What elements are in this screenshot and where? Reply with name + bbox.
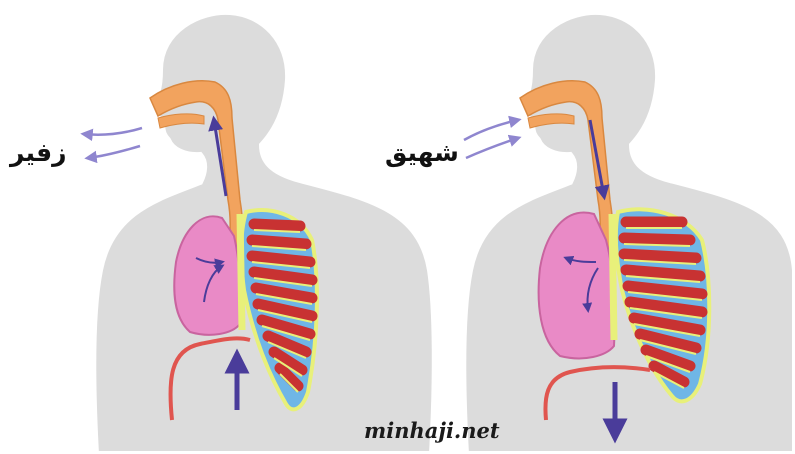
inhale-figure [463, 12, 795, 454]
exhale-label: زفير [10, 138, 67, 167]
inhale-air-in-arrow-1 [464, 120, 518, 140]
watermark: minhaji.net [364, 418, 500, 443]
exhale-figure [84, 12, 435, 454]
inhale-label: شهيق [385, 138, 459, 167]
inhale-air-in-arrow-2 [466, 138, 518, 158]
exhale-air-out-arrow-2 [88, 146, 140, 158]
exhale-air-out-arrow-1 [84, 128, 142, 135]
